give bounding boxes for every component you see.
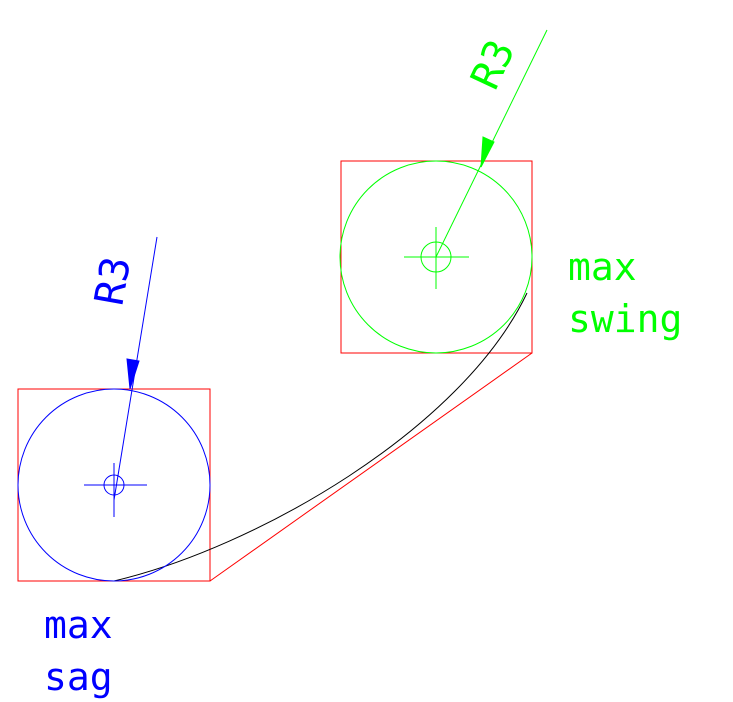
sag-circle (17, 388, 211, 582)
sag-feature (17, 236, 211, 582)
swing-caption-line1: max (568, 245, 637, 289)
bounding-geometry (17, 160, 533, 582)
swing-feature (339, 29, 548, 354)
sag-caption-line2: sag (44, 655, 113, 699)
swing-radius-arrowhead (480, 136, 495, 168)
swing-caption-line2: swing (568, 297, 682, 341)
sag-caption-line1: max (44, 603, 113, 647)
transition-curve (113, 292, 528, 582)
sag-radius-label: R3 (87, 253, 141, 308)
swing-circle (339, 160, 533, 354)
sag-radius-arrowhead (126, 358, 140, 390)
lower-connector-line (209, 352, 533, 582)
swing-radius-label: R3 (462, 33, 524, 96)
